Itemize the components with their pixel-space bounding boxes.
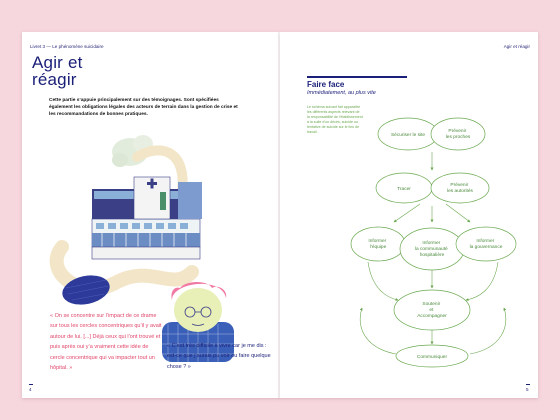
node-prevenir-proches <box>430 117 486 151</box>
hospital-illustration <box>49 135 234 362</box>
section-body: Le schéma suivant fait apparaître les di… <box>307 105 363 134</box>
hospital-building <box>91 176 202 260</box>
intro-paragraph: Cette partie s’appuie principalement sur… <box>49 98 238 118</box>
page-number-right: 5 <box>526 384 530 392</box>
title-line-1: Agir et <box>32 53 83 72</box>
section-subtitle: Immédiatement, au plus vite <box>307 90 376 96</box>
node-label-prevenir-proches: Prévenir les proches <box>446 128 471 140</box>
page-number-left: 4 <box>29 384 33 392</box>
page-title: Agir et réagir <box>32 54 152 88</box>
node-label-prevenir-autorites: Prévenir les autorités <box>447 182 473 194</box>
quote-left: « On se concentre sur l’impact de ce dra… <box>50 313 162 372</box>
node-label-informer-equipe: Informer l’équipe <box>368 238 387 250</box>
node-label-soutenir: Soutenir et Accompagner <box>417 301 447 319</box>
process-diagram: Sécuriser le site Prévenir les proches T… <box>350 117 517 368</box>
node-prevenir-autorites <box>430 172 490 204</box>
running-head-left: Livret 3 — Le phénomène suicidaire <box>30 44 104 49</box>
node-label-communiquer: Communiquer <box>417 354 448 360</box>
node-communiquer <box>395 344 469 368</box>
node-label-informer-communaute: Informer la communauté hospitalière <box>415 240 449 258</box>
node-label-tracer: Tracer <box>397 186 411 192</box>
node-label-informer-gouvernance: Informer la gouvernance <box>470 238 503 250</box>
section-title: Faire face <box>307 80 345 89</box>
cross-icon <box>147 178 157 189</box>
right-page: Agir et réagir Faire face Immédiatement,… <box>280 32 538 398</box>
node-soutenir <box>393 289 471 331</box>
section-header: Faire face Immédiatement, au plus vite <box>307 76 407 96</box>
title-line-2: réagir <box>32 70 77 89</box>
left-page: Livret 3 — Le phénomène suicidaire Agir … <box>22 32 280 398</box>
running-head-right: Agir et réagir <box>503 44 530 49</box>
person-illustration <box>162 282 234 362</box>
quote-right: « C’est très difficile à vivre car je me… <box>167 343 271 370</box>
node-informer-equipe <box>350 226 406 262</box>
node-informer-gouvernance <box>455 226 517 262</box>
node-label-securiser: Sécuriser le site <box>391 132 425 138</box>
